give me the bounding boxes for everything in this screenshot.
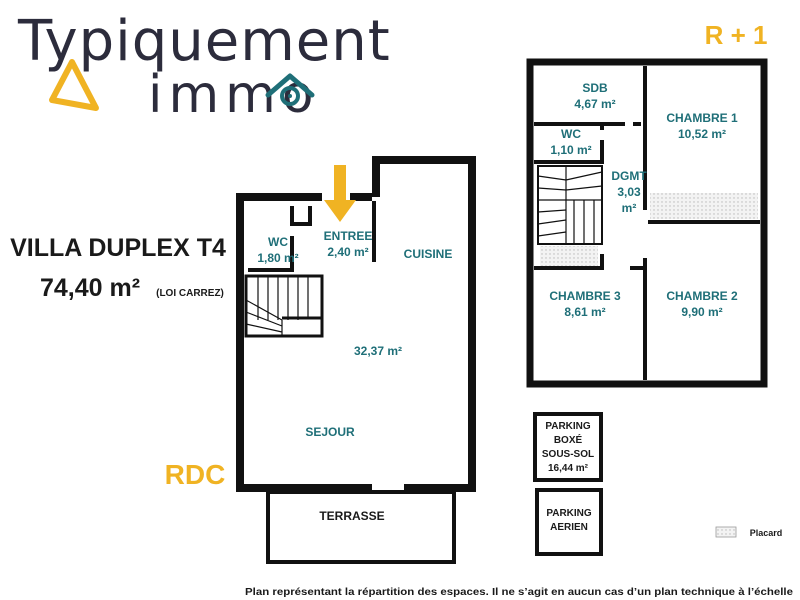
ground-floor-plan <box>236 156 476 564</box>
listing-area: 74,40 m² <box>40 274 140 302</box>
house-icon <box>265 73 315 106</box>
room-terrasse-name: TERRASSE <box>319 509 384 523</box>
closet-chambre3 <box>540 246 598 266</box>
footer-disclaimer: Plan représentant la répartition des esp… <box>245 587 793 598</box>
logo-triangle-icon <box>49 59 99 111</box>
legend-placard-label: Placard <box>750 528 783 538</box>
rdc-level-label: RDC <box>165 459 226 490</box>
room-chambre3-name: CHAMBRE 3 <box>549 289 621 303</box>
r1-level-label: R + 1 <box>705 20 768 50</box>
parking-boxed: PARKING BOXÉ SOUS-SOL 16,44 m² <box>533 412 603 482</box>
room-entree-area: 2,40 m² <box>327 245 368 259</box>
brand-logo: Typiquement immo <box>17 9 391 125</box>
stairs-upper <box>537 165 603 245</box>
room-dgmt-unit: m² <box>622 201 637 215</box>
terrace-outline <box>266 490 456 564</box>
parking-outdoor-line1: PARKING <box>546 508 592 519</box>
room-sdb-name: SDB <box>582 81 608 95</box>
closet-chambre1 <box>650 193 758 219</box>
legend: Placard <box>715 526 783 538</box>
room-chambre1-area: 10,52 m² <box>678 127 726 141</box>
parking-boxed-line2: BOXÉ <box>554 433 583 446</box>
room-chambre2-name: CHAMBRE 2 <box>666 289 738 303</box>
room-cuisine-name: CUISINE <box>404 247 453 261</box>
room-chambre2-area: 9,90 m² <box>681 305 722 319</box>
legend-placard-swatch <box>715 526 737 538</box>
room-chambre3-area: 8,61 m² <box>564 305 605 319</box>
parking-boxed-line4: 16,44 m² <box>548 463 589 474</box>
parking-outdoor: PARKING AERIEN <box>535 488 603 556</box>
brand-name-line1: Typiquement <box>17 9 391 74</box>
listing-area-note: (LOI CARREZ) <box>156 288 224 299</box>
room-dgmt-area: 3,03 <box>617 185 641 199</box>
room-wc-ground-area: 1,80 m² <box>257 251 298 265</box>
parking-boxed-line1: PARKING <box>545 421 591 432</box>
room-living-area: 32,37 m² <box>354 344 402 358</box>
room-chambre1-name: CHAMBRE 1 <box>666 111 738 125</box>
parking-boxed-line3: SOUS-SOL <box>542 449 594 460</box>
room-entree-name: ENTREE <box>324 229 373 243</box>
room-sdb-area: 4,67 m² <box>574 97 615 111</box>
brand-name-line2: immo <box>148 65 320 125</box>
room-dgmt-name: DGMT <box>611 169 647 183</box>
room-wc-ground-name: WC <box>268 235 288 249</box>
stairs-ground <box>244 274 324 338</box>
room-wc-upper-area: 1,10 m² <box>550 143 591 157</box>
listing-title: VILLA DUPLEX T4 <box>10 234 226 262</box>
room-wc-upper-name: WC <box>561 127 581 141</box>
entrance-arrow-icon <box>324 165 356 222</box>
parking-outdoor-line2: AERIEN <box>550 522 588 533</box>
room-sejour-name: SEJOUR <box>305 425 355 439</box>
first-floor-plan <box>526 58 768 388</box>
